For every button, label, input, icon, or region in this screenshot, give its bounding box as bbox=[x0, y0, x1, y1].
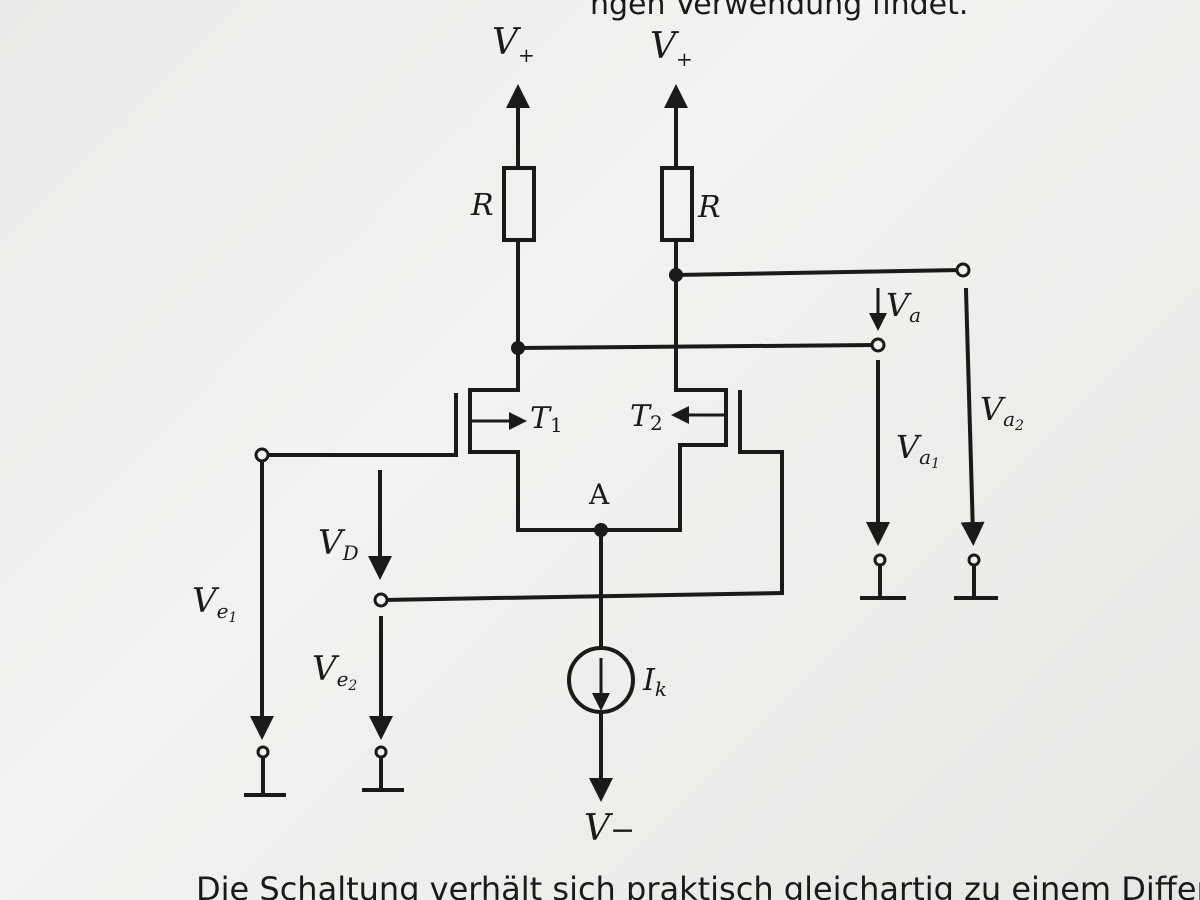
transistor-t2-label: T2 bbox=[630, 399, 663, 435]
terminal-ve1-top bbox=[254, 447, 270, 463]
voltage-va1-label: Va1 bbox=[896, 428, 940, 472]
page-top-fragment: ngen Verwendung findet. bbox=[590, 0, 968, 22]
transistor-t2 bbox=[381, 388, 785, 603]
current-source bbox=[567, 646, 635, 714]
terminal-ve2-bottom bbox=[374, 745, 388, 759]
supply-left-label: V+ bbox=[492, 22, 535, 67]
terminal-ve2-top bbox=[373, 592, 389, 608]
current-source-label: Ik bbox=[642, 663, 667, 701]
right-supply-branch bbox=[660, 84, 694, 392]
left-supply-branch bbox=[502, 84, 536, 392]
supply-negative-label: V− bbox=[584, 808, 635, 849]
voltage-vd-label: VD bbox=[318, 523, 359, 565]
transistor-t1-label: T1 bbox=[530, 401, 563, 437]
terminal-ve1-bottom bbox=[256, 745, 270, 759]
resistor-right bbox=[660, 166, 694, 242]
voltage-ve2-label: Ve2 bbox=[312, 649, 357, 694]
terminal-va1-bottom bbox=[873, 553, 887, 567]
terminal-va1-top bbox=[870, 337, 886, 353]
terminal-va2-top bbox=[955, 262, 971, 278]
resistor-left bbox=[502, 166, 536, 242]
transistor-t1 bbox=[260, 388, 527, 532]
node-a-label: A bbox=[588, 478, 610, 511]
voltage-va-label: Va bbox=[886, 286, 921, 327]
page-bottom-sentence: Die Schaltung verhält sich praktisch gle… bbox=[196, 870, 1200, 900]
resistor-left-label: R bbox=[470, 188, 494, 223]
voltage-ve1-label: Ve1 bbox=[192, 581, 237, 626]
resistor-right-label: R bbox=[697, 190, 721, 225]
voltage-va2-label: Va2 bbox=[980, 390, 1024, 434]
supply-right-label: V+ bbox=[650, 26, 693, 71]
terminal-va2-bottom bbox=[967, 553, 981, 567]
